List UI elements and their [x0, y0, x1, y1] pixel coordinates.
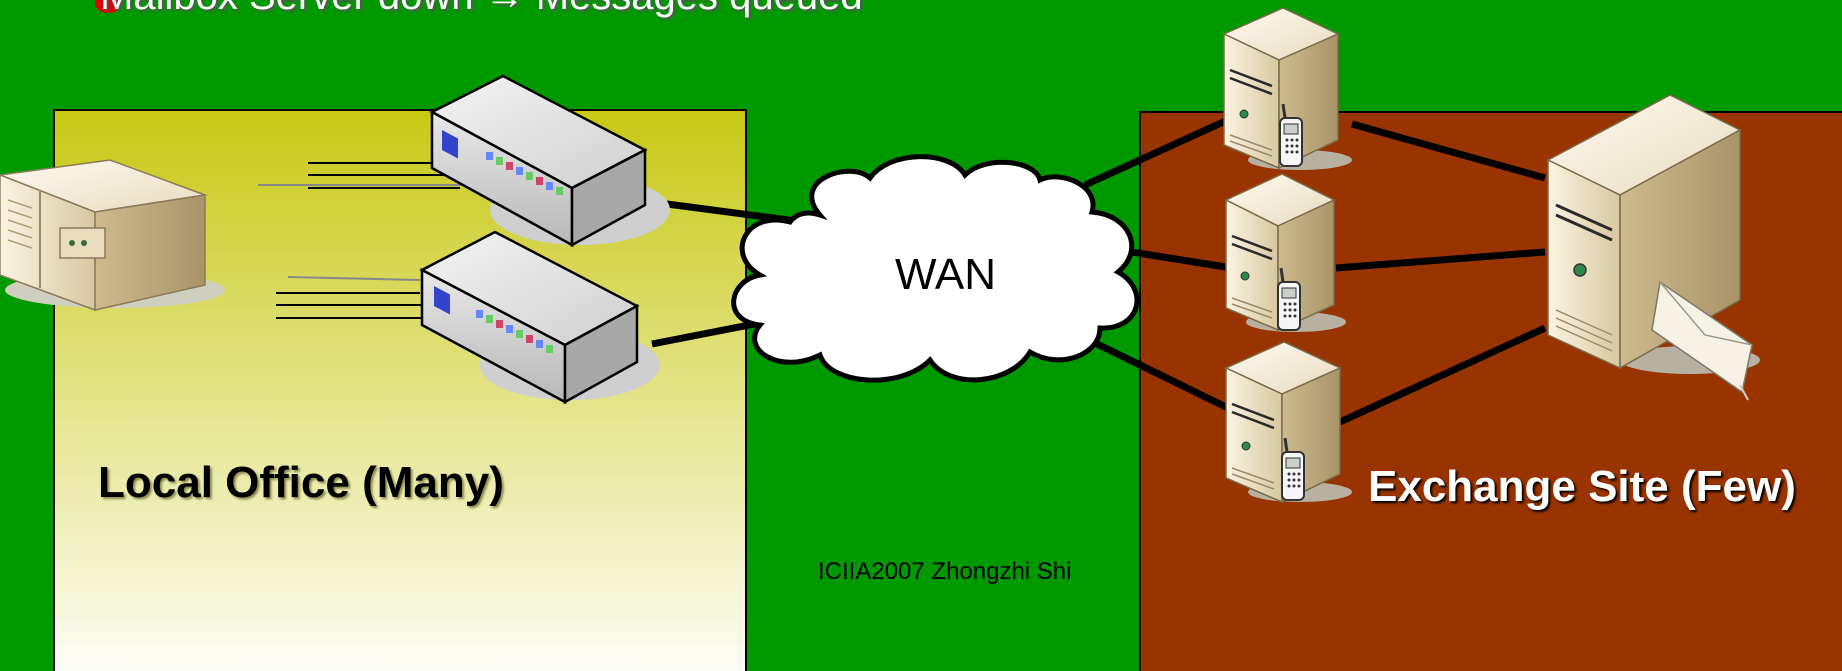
exchange-site-label: Exchange Site (Few) [1368, 462, 1796, 511]
mail-server-icon [1546, 94, 1760, 374]
envelope-icon [1651, 280, 1753, 401]
server-with-phone-icon [1224, 341, 1352, 504]
server-with-phone-icon [1222, 7, 1352, 170]
wan-label: WAN [895, 250, 997, 299]
hub-icon [258, 74, 670, 248]
connection-lines [651, 114, 1547, 426]
local-office-label: Local Office (Many) [98, 458, 504, 507]
hub-icon [276, 230, 660, 405]
server-with-phone-icon [1224, 173, 1346, 332]
footer-text: ICIIA2007 Zhongzhi Shi [818, 558, 1072, 585]
bullet-dot [95, 0, 121, 13]
cloud-icon [731, 154, 1140, 383]
mainframe-icon [0, 159, 225, 312]
bullet-text: Mailbox Server down → Messages queued [100, 0, 863, 19]
